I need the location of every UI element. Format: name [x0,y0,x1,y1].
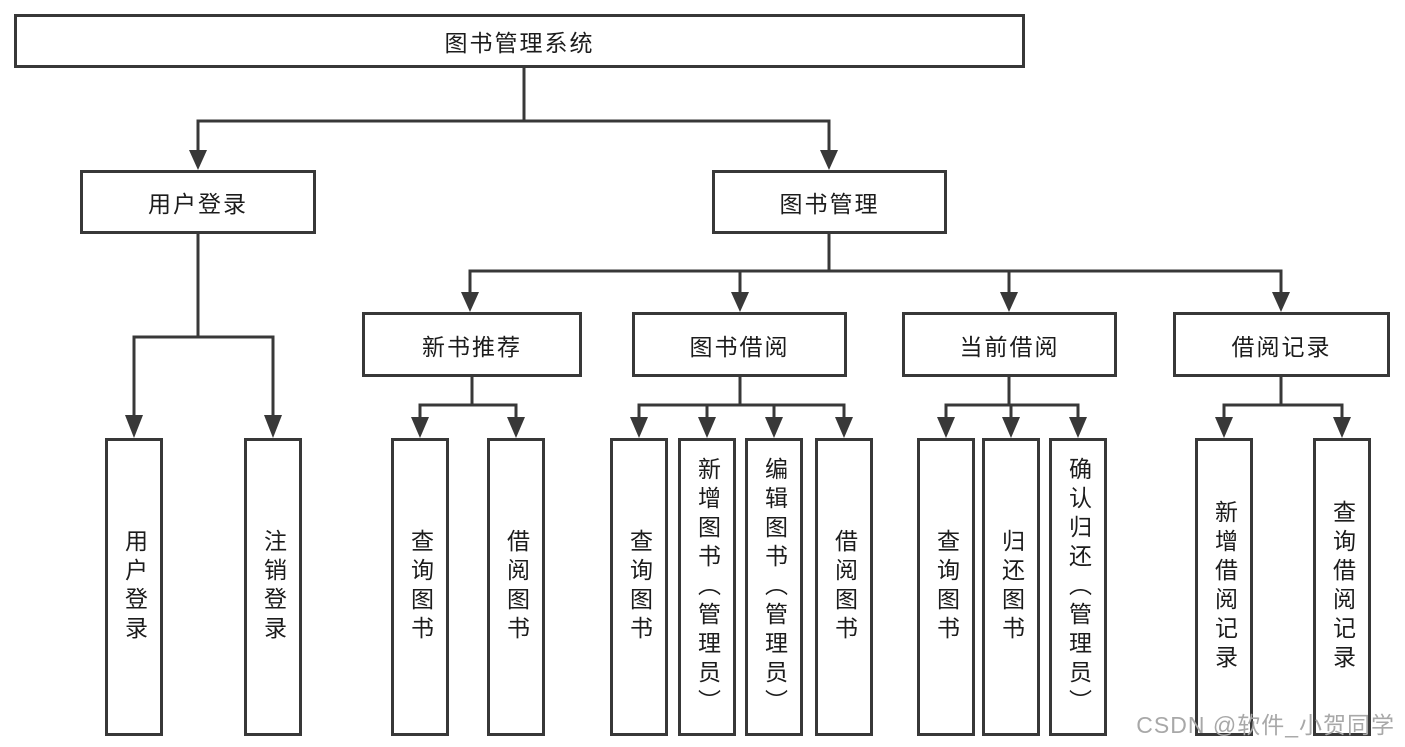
connector-newbook-to-leaves [411,375,525,438]
node-current-borrowing: 当前借阅 [902,312,1117,377]
connector-root-to-level2 [189,66,838,170]
leaf-add-book-admin: 新增图书（管理员） [678,438,736,736]
node-new-book-recommend: 新书推荐 [362,312,582,377]
leaf-edit-book-admin: 编辑图书（管理员） [745,438,803,736]
connector-bookmgmt-to-groups [461,232,1290,312]
leaf-return-book: 归还图书 [982,438,1040,736]
node-library-management-system: 图书管理系统 [14,14,1025,68]
leaf-query-borrow-record: 查询借阅记录 [1313,438,1371,736]
leaf-user-login: 用户登录 [105,438,163,736]
node-user-login: 用户登录 [80,170,316,234]
leaf-query-books-3: 查询图书 [917,438,975,736]
connector-current-to-leaves [937,375,1087,438]
leaf-borrow-books-2: 借阅图书 [815,438,873,736]
node-book-borrowing: 图书借阅 [632,312,847,377]
connector-records-to-leaves [1215,375,1351,438]
leaf-query-books-1: 查询图书 [391,438,449,736]
leaf-logout: 注销登录 [244,438,302,736]
csdn-watermark: CSDN @软件_小贺同学 [1136,712,1395,738]
node-book-management: 图书管理 [712,170,947,234]
leaf-confirm-return-admin: 确认归还（管理员） [1049,438,1107,736]
leaf-query-books-2: 查询图书 [610,438,668,736]
leaf-borrow-books-1: 借阅图书 [487,438,545,736]
connector-userlogin-to-leaves [125,232,282,438]
connector-borrowing-to-leaves [630,375,853,438]
leaf-add-borrow-record: 新增借阅记录 [1195,438,1253,736]
node-borrowing-records: 借阅记录 [1173,312,1390,377]
